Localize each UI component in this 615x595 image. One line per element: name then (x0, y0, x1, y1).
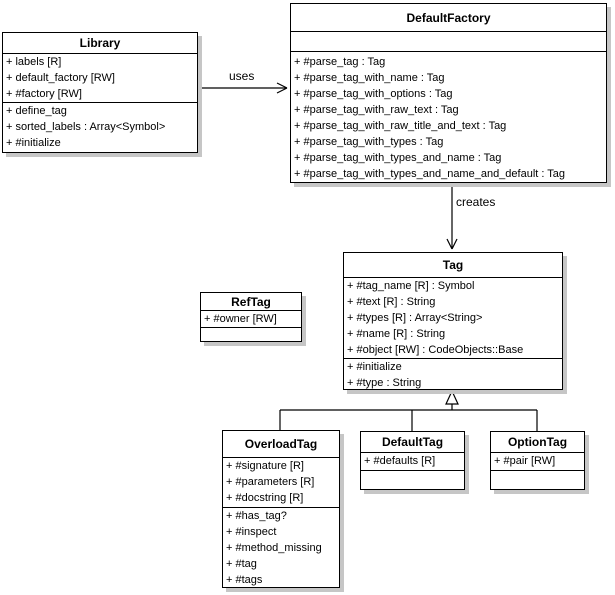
member-row: + #parse_tag_with_raw_title_and_text : T… (294, 120, 507, 132)
methods-section: + define_tag + sorted_labels : Array<Symb… (3, 102, 197, 154)
class-box-default-factory: DefaultFactory + #parse_tag : Tag+ #pars… (290, 3, 607, 183)
attributes-section: + #signature [R] + #parameters [R] + #docs… (223, 458, 339, 507)
member-row: + #text [R] : String (347, 296, 436, 308)
class-title: DefaultTag (361, 432, 464, 453)
class-box-library: Library + labels [R] + default_factory [R… (2, 32, 198, 153)
member-row: + #factory [RW] (6, 88, 82, 100)
methods-section (361, 470, 464, 491)
creates-association-line (446, 183, 458, 250)
member-row: + #has_tag? (226, 510, 287, 522)
member-row: + #parse_tag : Tag (294, 56, 386, 68)
member-row: + #tag_name [R] : Symbol (347, 280, 475, 292)
methods-section (491, 470, 584, 491)
member-row: + define_tag (6, 105, 67, 117)
class-title: Library (3, 33, 197, 54)
member-row: + #parse_tag_with_options : Tag (294, 88, 453, 100)
member-row: + #parse_tag_with_types_and_name : Tag (294, 152, 502, 164)
class-box-overload-tag: OverloadTag + #signature [R] + #parameter… (222, 430, 340, 588)
member-row: + #owner [RW] (204, 313, 277, 325)
member-row: + #initialize (6, 137, 61, 149)
member-row: + default_factory [RW] (6, 72, 115, 84)
methods-section (201, 327, 301, 343)
member-row: + #parse_tag_with_name : Tag (294, 72, 445, 84)
attributes-section: + #owner [RW] (201, 311, 301, 327)
class-title: DefaultFactory (291, 4, 606, 32)
member-row: + #tags (226, 574, 263, 586)
class-box-option-tag: OptionTag + #pair [RW] (490, 431, 585, 490)
member-row: + #parse_tag_with_types : Tag (294, 136, 444, 148)
creates-label: creates (456, 195, 496, 209)
member-row: + #parameters [R] (226, 476, 315, 488)
member-row: + #type : String (347, 377, 422, 389)
attributes-section: + #pair [RW] (491, 453, 584, 470)
member-row: + #initialize (347, 361, 402, 373)
member-row: + #defaults [R] (364, 455, 436, 467)
class-title: Tag (344, 253, 562, 278)
uses-association-line (198, 82, 288, 94)
attributes-section: + #tag_name [R] : Symbol + #text [R] : St… (344, 278, 562, 358)
open-arrowhead-right-icon (276, 82, 288, 94)
member-row: + #tag (226, 558, 257, 570)
member-row: + labels [R] (6, 56, 62, 68)
member-row: + #object [RW] : CodeObjects::Base (347, 344, 524, 356)
class-title: RefTag (201, 293, 301, 311)
member-row: + #method_missing (226, 542, 322, 554)
member-row: + sorted_labels : Array<Symbol> (6, 121, 166, 133)
member-row: + #docstring [R] (226, 492, 304, 504)
inheritance-connector (279, 389, 538, 431)
member-row: + #parse_tag_with_types_and_name_and_def… (294, 168, 566, 180)
open-arrowhead-down-icon (446, 238, 458, 250)
member-row: + #types [R] : Array<String> (347, 312, 483, 324)
methods-section: + #initialize + #type : String (344, 358, 562, 391)
class-box-ref-tag: RefTag + #owner [RW] (200, 292, 302, 342)
attributes-section: + #defaults [R] (361, 453, 464, 470)
member-row: + #name [R] : String (347, 328, 446, 340)
class-box-default-tag: DefaultTag + #defaults [R] (360, 431, 465, 490)
class-title: OverloadTag (223, 431, 339, 458)
member-row: + #signature [R] (226, 460, 304, 472)
class-box-tag: Tag + #tag_name [R] : Symbol + #text [R] … (343, 252, 563, 390)
member-row: + #pair [RW] (494, 455, 556, 467)
member-row: + #inspect (226, 526, 277, 538)
attributes-section (291, 32, 606, 51)
hollow-triangle-icon (445, 389, 459, 405)
methods-section: + #parse_tag : Tag + #parse_tag_with_name… (291, 51, 606, 184)
class-title: OptionTag (491, 432, 584, 453)
attributes-section: + labels [R] + default_factory [RW] + #fac… (3, 54, 197, 102)
methods-section: + #has_tag? + #inspect + #method_missing + … (223, 507, 339, 589)
member-row: + #parse_tag_with_raw_text : Tag (294, 104, 459, 116)
uses-label: uses (229, 69, 255, 83)
